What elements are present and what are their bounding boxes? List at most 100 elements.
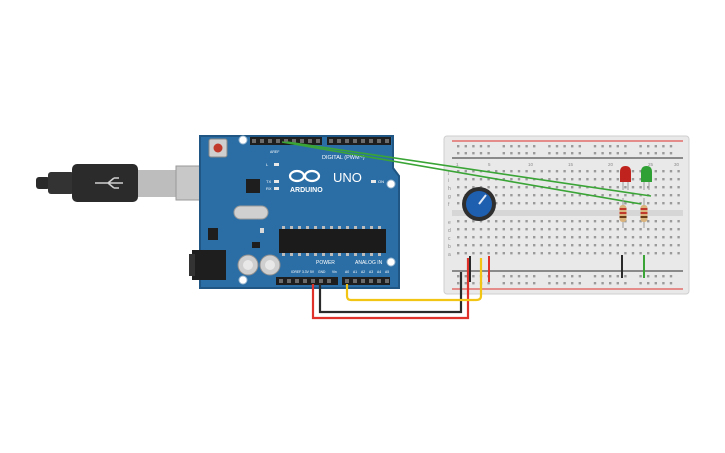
breadboard-hole[interactable] (624, 252, 627, 255)
breadboard-hole[interactable] (548, 170, 551, 173)
breadboard-hole[interactable] (525, 194, 528, 197)
breadboard-hole[interactable] (631, 220, 635, 223)
breadboard-hole[interactable] (502, 202, 505, 205)
breadboard-hole[interactable] (517, 202, 521, 205)
breadboard-hole[interactable] (495, 202, 498, 205)
breadboard-hole[interactable] (669, 145, 673, 148)
breadboard-hole[interactable] (495, 194, 498, 197)
breadboard-hole[interactable] (662, 194, 665, 197)
breadboard-hole[interactable] (624, 194, 627, 197)
breadboard-hole[interactable] (510, 282, 513, 285)
breadboard-hole[interactable] (639, 236, 642, 239)
breadboard-hole[interactable] (639, 252, 642, 255)
breadboard-hole[interactable] (669, 282, 673, 285)
breadboard-hole[interactable] (510, 202, 513, 205)
breadboard-hole[interactable] (563, 252, 566, 255)
breadboard-hole[interactable] (457, 244, 460, 247)
breadboard-hole[interactable] (571, 228, 574, 231)
breadboard-hole[interactable] (487, 236, 490, 239)
breadboard-hole[interactable] (464, 178, 467, 181)
breadboard-hole[interactable] (586, 170, 589, 173)
breadboard-hole[interactable] (601, 228, 604, 231)
breadboard-hole[interactable] (593, 152, 597, 155)
breadboard-hole[interactable] (510, 152, 513, 155)
breadboard-hole[interactable] (555, 220, 559, 223)
breadboard-hole[interactable] (624, 228, 627, 231)
breadboard-hole[interactable] (540, 244, 543, 247)
breadboard-hole[interactable] (563, 236, 566, 239)
breadboard-hole[interactable] (464, 170, 467, 173)
breadboard-hole[interactable] (571, 282, 574, 285)
breadboard-hole[interactable] (571, 194, 574, 197)
breadboard-hole[interactable] (517, 178, 521, 181)
breadboard-hole[interactable] (563, 282, 566, 285)
breadboard-hole[interactable] (540, 220, 543, 223)
breadboard-hole[interactable] (624, 282, 627, 285)
breadboard-hole[interactable] (662, 170, 665, 173)
breadboard-hole[interactable] (510, 275, 513, 278)
breadboard-hole[interactable] (662, 275, 665, 278)
breadboard-hole[interactable] (525, 145, 528, 148)
breadboard-hole[interactable] (502, 145, 505, 148)
breadboard-hole[interactable] (502, 228, 505, 231)
breadboard-hole[interactable] (464, 236, 467, 239)
breadboard-hole[interactable] (555, 282, 559, 285)
breadboard-hole[interactable] (540, 170, 543, 173)
breadboard-hole[interactable] (624, 236, 627, 239)
breadboard-hole[interactable] (548, 152, 551, 155)
breadboard-hole[interactable] (479, 220, 483, 223)
breadboard-hole[interactable] (601, 186, 604, 189)
breadboard-hole[interactable] (517, 252, 521, 255)
breadboard-hole[interactable] (654, 145, 657, 148)
breadboard-hole[interactable] (601, 170, 604, 173)
breadboard-hole[interactable] (601, 202, 604, 205)
breadboard-hole[interactable] (563, 244, 566, 247)
breadboard-hole[interactable] (593, 252, 597, 255)
breadboard-hole[interactable] (677, 202, 680, 205)
breadboard-hole[interactable] (609, 170, 612, 173)
breadboard-hole[interactable] (616, 282, 619, 285)
breadboard-hole[interactable] (525, 186, 528, 189)
breadboard-hole[interactable] (593, 170, 597, 173)
breadboard-hole[interactable] (525, 282, 528, 285)
breadboard-hole[interactable] (624, 186, 627, 189)
breadboard-hole[interactable] (654, 228, 657, 231)
breadboard-hole[interactable] (669, 236, 673, 239)
breadboard-hole[interactable] (457, 152, 460, 155)
breadboard-hole[interactable] (662, 178, 665, 181)
breadboard-hole[interactable] (555, 228, 559, 231)
breadboard-hole[interactable] (609, 228, 612, 231)
breadboard-hole[interactable] (525, 228, 528, 231)
breadboard-hole[interactable] (548, 282, 551, 285)
breadboard-hole[interactable] (472, 244, 475, 247)
breadboard-hole[interactable] (593, 145, 597, 148)
breadboard-hole[interactable] (563, 170, 566, 173)
breadboard-hole[interactable] (479, 145, 483, 148)
breadboard-hole[interactable] (601, 236, 604, 239)
breadboard-hole[interactable] (472, 220, 475, 223)
breadboard-hole[interactable] (609, 178, 612, 181)
breadboard-hole[interactable] (502, 178, 505, 181)
breadboard-hole[interactable] (662, 145, 665, 148)
wire-yellow-a0[interactable] (345, 258, 483, 302)
breadboard-hole[interactable] (540, 252, 543, 255)
breadboard-hole[interactable] (502, 244, 505, 247)
breadboard-hole[interactable] (669, 178, 673, 181)
breadboard-hole[interactable] (563, 228, 566, 231)
breadboard-hole[interactable] (457, 228, 460, 231)
breadboard-hole[interactable] (654, 252, 657, 255)
breadboard-hole[interactable] (563, 194, 566, 197)
breadboard-hole[interactable] (616, 152, 619, 155)
breadboard-hole[interactable] (457, 145, 460, 148)
breadboard-hole[interactable] (586, 244, 589, 247)
breadboard-hole[interactable] (586, 252, 589, 255)
breadboard-hole[interactable] (639, 145, 642, 148)
breadboard-hole[interactable] (662, 186, 665, 189)
breadboard-hole[interactable] (472, 282, 475, 285)
breadboard-hole[interactable] (502, 275, 505, 278)
breadboard-hole[interactable] (571, 244, 574, 247)
breadboard-hole[interactable] (593, 244, 597, 247)
breadboard-hole[interactable] (464, 282, 467, 285)
breadboard-hole[interactable] (677, 236, 680, 239)
